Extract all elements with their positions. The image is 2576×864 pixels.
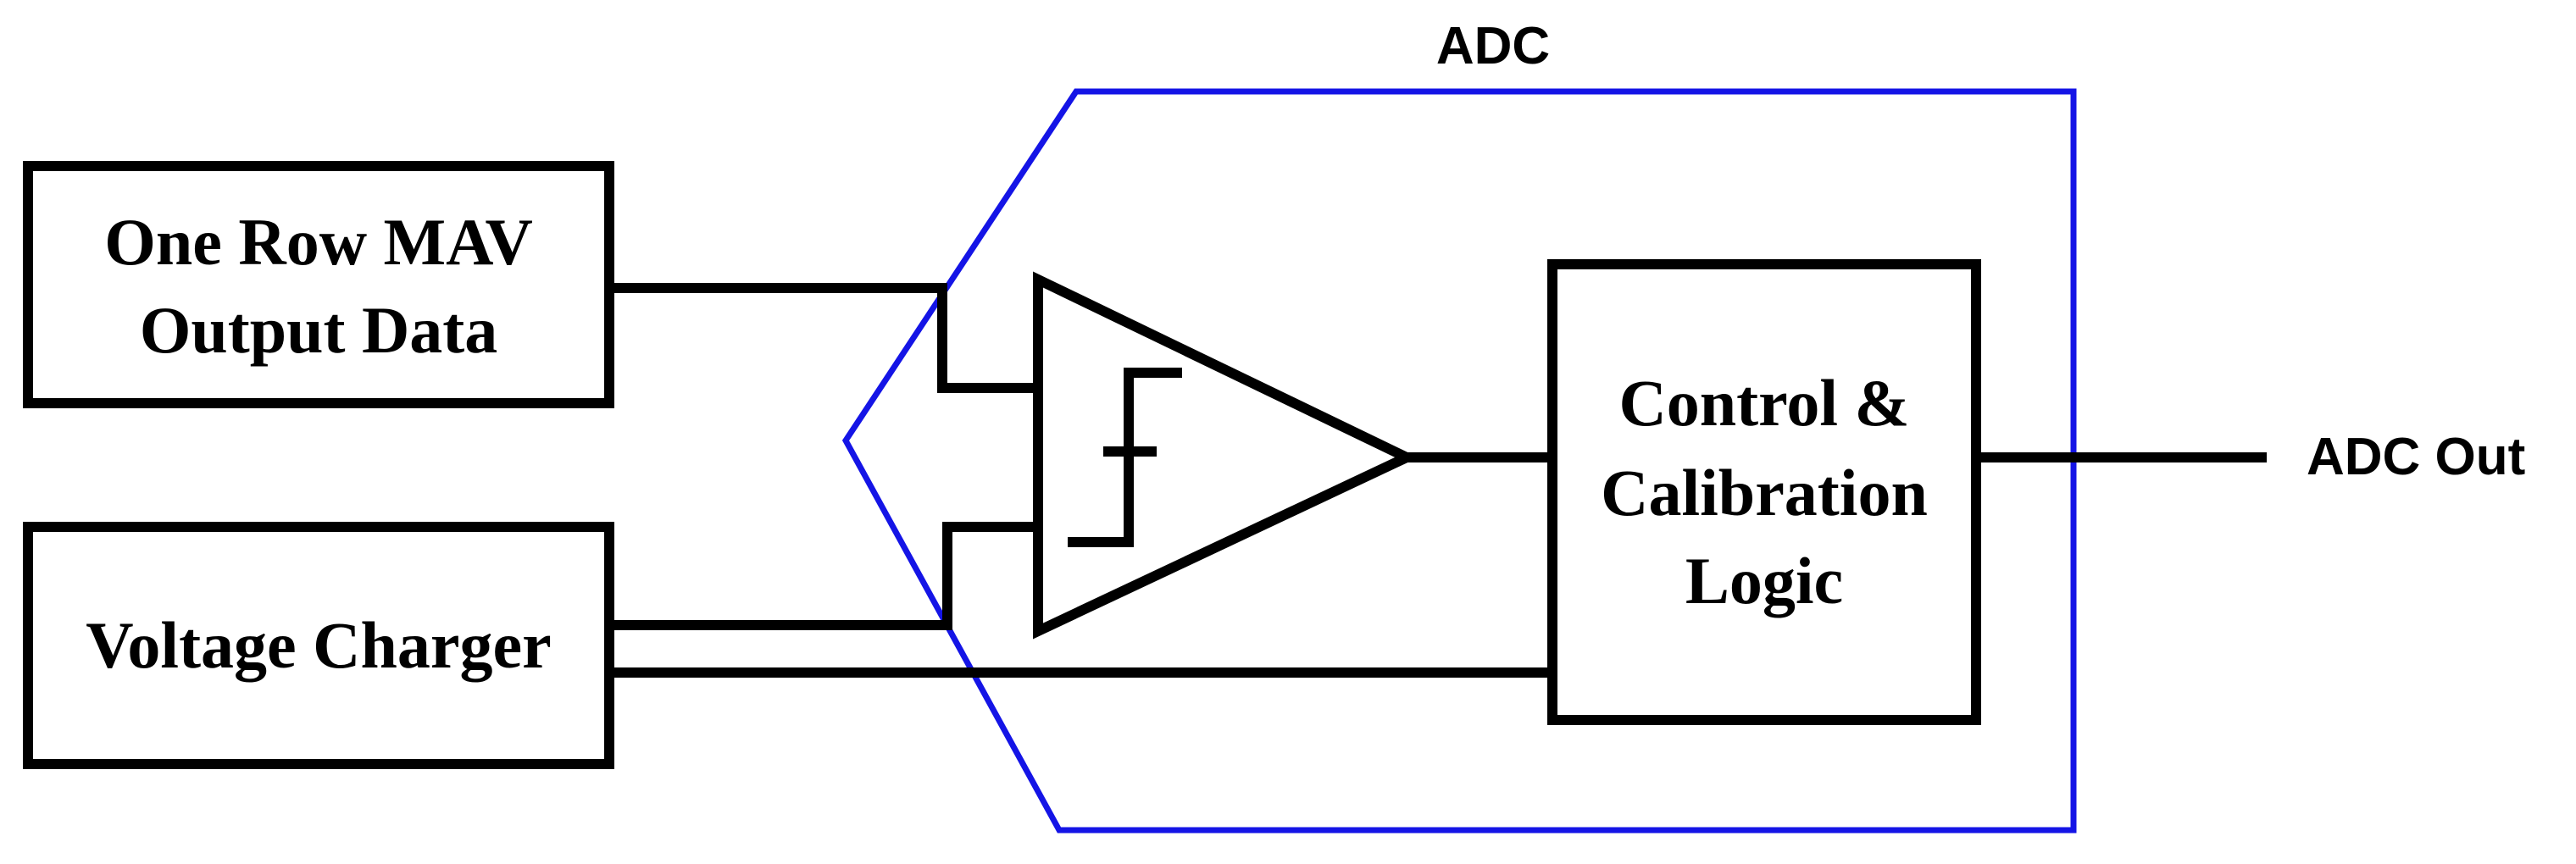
control-calibration-block xyxy=(1547,259,1981,725)
control-label-line3: Logic xyxy=(1685,544,1843,618)
charger-to-comparator-wire xyxy=(609,522,1038,630)
voltage-charger-label: Voltage Charger xyxy=(86,608,552,682)
adc-label: ADC xyxy=(1436,17,1550,75)
control-label-line1: Control & xyxy=(1618,366,1909,440)
adc-out-label: ADC Out xyxy=(2307,428,2525,486)
mav-to-comparator-wire xyxy=(609,283,1038,393)
mav-output-label-line2: Output Data xyxy=(140,293,498,367)
hysteresis-icon xyxy=(1068,368,1182,547)
adc-boundary xyxy=(841,88,2077,834)
mav-output-block xyxy=(23,161,614,408)
comparator-triangle xyxy=(1033,271,1418,640)
mav-output-label-line1: One Row MAV xyxy=(104,205,533,279)
control-label-line2: Calibration xyxy=(1601,456,1928,529)
voltage-charger-block xyxy=(23,522,614,769)
